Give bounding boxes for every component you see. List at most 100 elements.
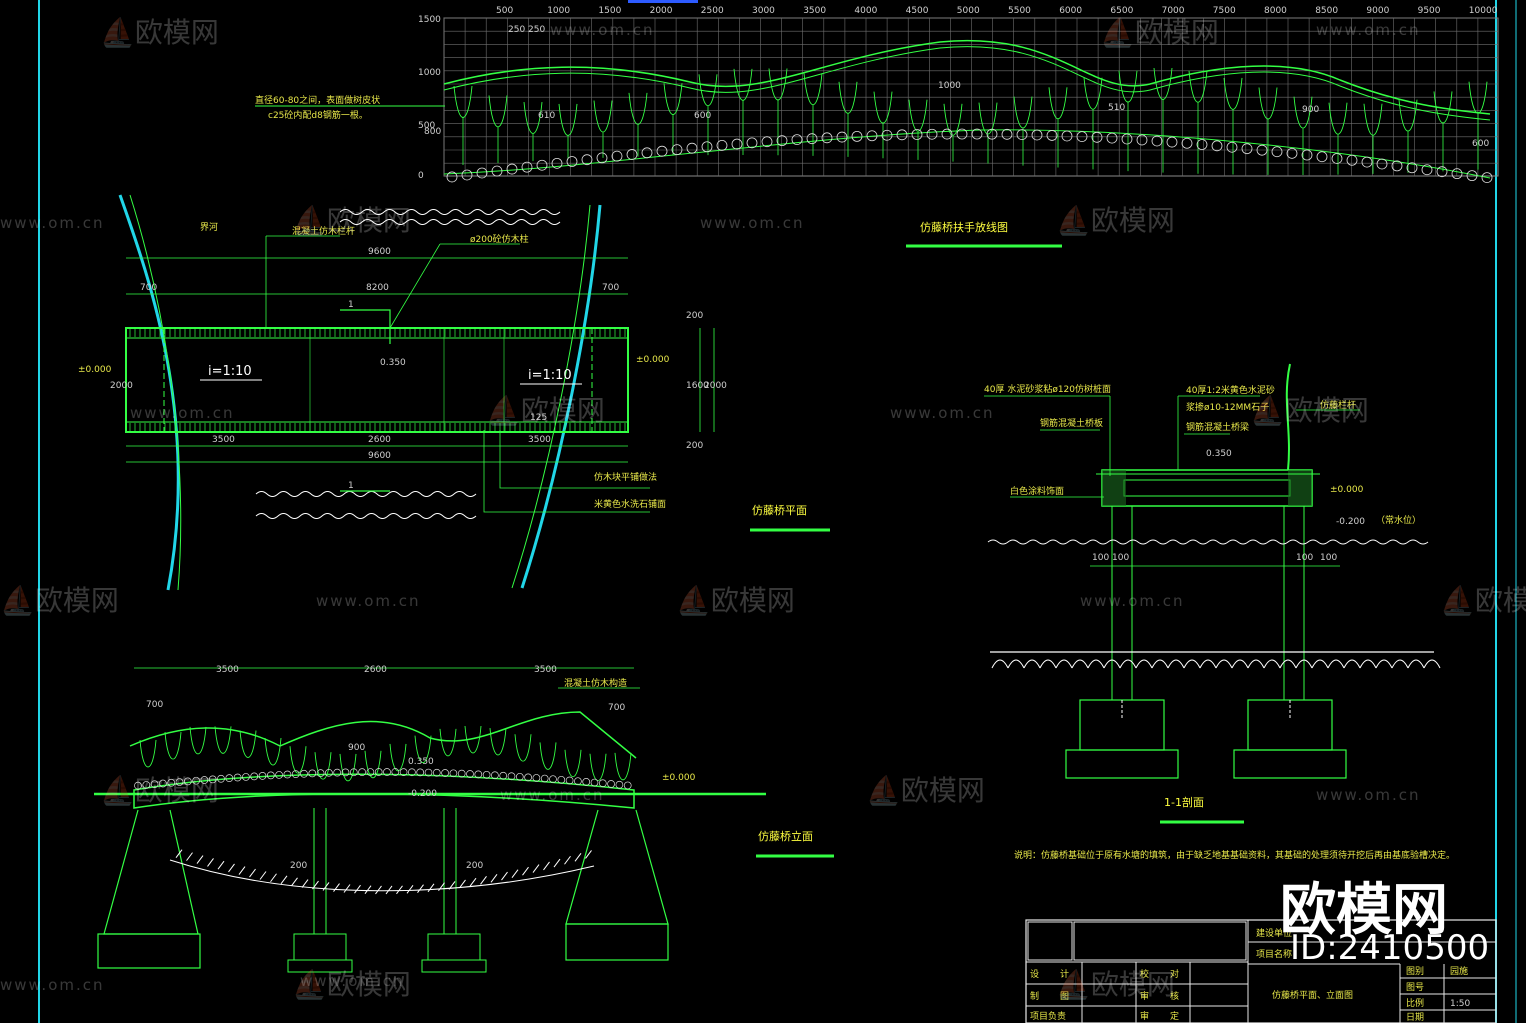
x-tick-label: 6500: [1110, 6, 1133, 16]
elev-railing-curve: [129, 711, 637, 759]
y-tick-label: 500: [418, 121, 435, 131]
elev-dim-700-left: 700: [146, 700, 163, 710]
dim-side-200-bottom: 200: [686, 441, 703, 451]
elev-dim-200-right: 200: [466, 861, 483, 871]
x-tick-label: 9500: [1418, 6, 1441, 16]
level-mid: 0.350: [380, 358, 406, 368]
x-tick-label: 3000: [752, 6, 775, 16]
slope-left: i=1:10: [208, 364, 252, 379]
railing-top-curve-inner: [443, 46, 1491, 121]
x-tick-label: 3500: [803, 6, 826, 16]
sec-label-7: 仿藤栏杆: [1320, 399, 1356, 411]
tb-r3c1: 项目负责: [1030, 1010, 1066, 1022]
dim-600-right: 600: [1472, 139, 1489, 149]
watermark-logo: ⛵欧模网: [676, 584, 795, 617]
tb-r2c4: 核: [1170, 990, 1179, 1002]
x-tick-label: 5000: [957, 6, 980, 16]
bridge-elevation-view: 3500 2600 3500 700 700 900 0.350 -0.200 …: [94, 665, 834, 973]
x-tick-label: 5500: [1008, 6, 1031, 16]
sec-level-right: ±0.000: [1330, 485, 1364, 495]
tb-r2c3: 审: [1140, 990, 1149, 1002]
x-tick-label: 500: [496, 6, 513, 16]
watermark-logo: ⛵欧模网: [0, 584, 119, 617]
elev-callout: 混凝土仿木构造: [564, 677, 627, 689]
dim-bottom-3: 3500: [528, 435, 551, 445]
river-bank-right: [520, 204, 602, 589]
watermark-url: www.om.cn: [0, 214, 105, 232]
watermark-url: www.om.cn: [316, 592, 421, 610]
watermark-logo: ⛵欧模网: [100, 774, 219, 807]
sec-label-1: 40厚 水泥砂浆粘ø120仿树桩面: [984, 383, 1111, 395]
dim-610: 610: [538, 111, 555, 121]
sec-label-4: 40厚1:2米黄色水泥砂: [1186, 384, 1275, 396]
tb-r1c3: 校: [1140, 968, 1149, 980]
elev-deck: [133, 773, 635, 809]
railing-title: 仿藤桥扶手放线图: [920, 220, 1008, 234]
section-1-1-view: 40厚 水泥砂浆粘ø120仿树桩面 钢筋混凝土桥板 白色涂料饰面 40厚1:2米…: [984, 363, 1441, 824]
x-tick-label: 1000: [547, 6, 570, 16]
dim-250-a: 250: [508, 25, 525, 35]
sec-water-label: （常水位）: [1376, 514, 1421, 526]
dim-510: 510: [1108, 103, 1125, 113]
drawing-frame: [38, 0, 1517, 1023]
railing-note-1: 直径60-80之间，表面做树皮状: [255, 94, 380, 106]
slope-right: i=1:10: [528, 368, 572, 383]
x-tick-label: 4000: [854, 6, 877, 16]
tb-unit-label: 建设单位: [1256, 927, 1292, 939]
watermark-url: www.om.cn: [890, 404, 995, 422]
river-label: 界河: [200, 221, 218, 233]
tb-right-3: 比例: [1406, 997, 1424, 1009]
plan-title: 仿藤桥平面: [752, 504, 807, 517]
watermark-url: www.om.cn: [300, 972, 405, 990]
watermark-layer: ⛵欧模网⛵欧模网⛵欧模网⛵欧模网⛵欧模网⛵欧模网⛵欧模网⛵欧模网⛵欧模网⛵欧模网…: [0, 16, 1526, 1001]
watermark-logo: ⛵欧模网: [486, 394, 605, 427]
watermark-logo: ⛵欧模网: [866, 774, 985, 807]
title-block: 建设单位 项目名称 仿藤桥平面、立面图 设 计 校 对 制 图 审 核 项目负责…: [1025, 919, 1497, 1023]
section-title: 1-1剖面: [1164, 795, 1204, 809]
y-tick-label: 1000: [418, 68, 441, 78]
x-tick-label: 8000: [1264, 6, 1287, 16]
elev-level-right: ±0.000: [662, 773, 696, 783]
watermark-logo: ⛵欧模网: [292, 204, 411, 237]
watermark-logo: ⛵欧模网: [1440, 584, 1526, 617]
railing-top-curve: [443, 39, 1491, 115]
callout-surface2: 米黄色水洗石铺面: [594, 498, 666, 510]
dim-side-total: 2000: [704, 381, 727, 391]
sec-level-top: 0.350: [1206, 449, 1232, 459]
elev-dim-700-right: 700: [608, 703, 625, 713]
bridge-plan-view: 界河 i=1:10 i=1:10 0.350 ±0.000 ±0.000 960…: [78, 194, 830, 591]
watermark-logo-large: 欧模网: [1280, 878, 1448, 943]
dim-mid-top: 8200: [366, 283, 389, 293]
elevation-title: 仿藤桥立面: [758, 829, 813, 843]
dim-total-top: 9600: [368, 247, 391, 257]
level-left: ±0.000: [78, 365, 112, 375]
x-tick-label: 2500: [701, 6, 724, 16]
railing-note-2: c25砼内配d8钢筋一根。: [268, 109, 368, 121]
tb-right-2: 图号: [1406, 982, 1424, 993]
railing-title-group: 仿藤桥扶手放线图: [906, 220, 1062, 248]
x-tick-label: 7500: [1213, 6, 1236, 16]
watermark-url: www.om.cn: [700, 214, 805, 232]
elev-level-bottom: -0.200: [408, 789, 437, 799]
tb-r2c2: 图: [1060, 991, 1069, 1002]
sec-label-5: 浆掺ø10-12MM石子: [1186, 401, 1269, 413]
y-tick-label: 1500: [418, 15, 441, 25]
tb-right-1: 图别: [1406, 966, 1424, 977]
tb-r3c3: 审: [1140, 1010, 1149, 1022]
dim-900: 900: [1302, 105, 1319, 115]
tb-r2c1: 制: [1030, 990, 1039, 1002]
dim-1000: 1000: [938, 81, 961, 91]
x-tick-label: 6000: [1059, 6, 1082, 16]
tb-drawing-name: 仿藤桥平面、立面图: [1272, 989, 1353, 1001]
x-tick-label: 1500: [598, 6, 621, 16]
tb-r3c4: 定: [1170, 1010, 1179, 1022]
x-tick-label: 9000: [1366, 6, 1389, 16]
level-right: ±0.000: [636, 355, 670, 365]
watermark-url: www.om.cn: [0, 976, 105, 994]
watermark-logo: ⛵欧模网: [1056, 204, 1175, 237]
tb-r1c1: 设: [1030, 969, 1039, 980]
elev-level-top: 0.350: [408, 757, 434, 767]
tb-right-4: 日期: [1406, 1012, 1424, 1023]
river-bank-left: [118, 194, 180, 591]
dim-total-bottom: 9600: [368, 451, 391, 461]
